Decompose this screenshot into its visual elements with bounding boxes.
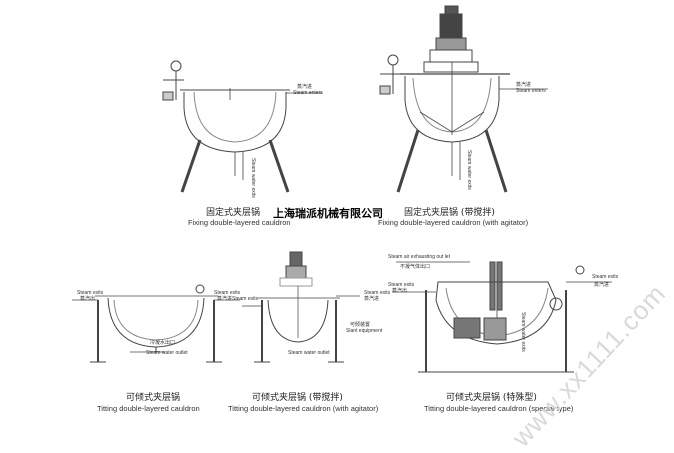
steam-air-exhaust-label: Steam air exhausting out let	[388, 254, 451, 260]
caption-cn-4: 可倾式夹层锅 (带搅拌)	[252, 393, 343, 403]
steam-enters-label-cn: 蒸汽进	[297, 83, 312, 90]
caption-en-3: Titting double-layered cauldron	[97, 404, 200, 413]
steam-water-exits-label-2: Steam water exits	[466, 150, 472, 190]
steam-in-label-cn-5: 蒸汽进	[594, 281, 609, 288]
caption-en-2: Fixing double-layered cauldron (with agi…	[378, 218, 529, 227]
slant-equipment-label: Slant equipment	[346, 328, 383, 334]
outer-jacket-4	[267, 299, 329, 343]
steam-exits-label-2: Steam exits	[232, 296, 259, 302]
caption-en-5: Titting double-layered cauldron (special…	[424, 404, 574, 413]
tilt-motor	[453, 317, 481, 339]
steam-in-label-cn: 蒸汽进	[217, 295, 232, 302]
steam-water-outlet-label-cn: 冷凝水出口	[150, 339, 175, 346]
steam-in-label-cn-2: 蒸汽进	[364, 295, 379, 302]
slant-equipment-label-cn: 可倾装置	[350, 321, 370, 328]
agitator-motor-2	[289, 251, 303, 267]
valve-icon	[162, 91, 174, 101]
tilt-handwheel-icon	[549, 297, 563, 311]
steam-exits-label-3: Steam exits	[364, 290, 391, 296]
steam-exits-label-5: Steam exits	[388, 282, 415, 288]
steam-enters-label-cn-2: 蒸汽进	[516, 81, 531, 88]
steam-water-exits-label: Steam water exits	[250, 158, 256, 198]
motor-cap	[444, 5, 459, 15]
steam-exits-label-right: Steam exits	[214, 290, 241, 296]
steam-exits-label-cn: 蒸汽出	[80, 295, 95, 302]
diagram-tilting-cauldron: 冷凝水出口 Steam water outlet Steam exits 蒸汽出…	[72, 284, 241, 363]
caption-cn-3: 可倾式夹层锅	[126, 393, 181, 403]
caption-cn-5: 可倾式夹层锅 (特殊型)	[446, 393, 537, 403]
steam-exits-label: Steam exits	[77, 290, 104, 296]
diagram-fixing-cauldron-agitator: 蒸汽进 Steam enters Steam water exits	[379, 5, 548, 193]
steam-water-exits-label-5: Steam water exits	[520, 312, 526, 352]
pressure-gauge-icon-2	[387, 54, 399, 66]
pressure-gauge-icon	[170, 60, 182, 72]
steam-exits-label-cn-5: 蒸汽出	[392, 287, 407, 294]
outer-jacket-5	[435, 281, 557, 345]
caption-cn-1: 固定式夹层锅	[206, 208, 261, 218]
steam-air-exhaust-label-cn: 不凝气体出口	[400, 263, 430, 270]
steam-water-outlet-label-2: Steam water outlet	[288, 350, 330, 356]
caption-cn-2: 固定式夹层锅 (带搅拌)	[404, 208, 495, 218]
steam-enters-label: Steam enters	[293, 90, 323, 96]
steam-water-outlet-label: Steam water outlet	[146, 350, 188, 356]
diagram-tilting-cauldron-special: Steam air exhausting out let 不凝气体出口 Stea…	[388, 254, 619, 373]
left-leg	[180, 139, 202, 193]
gearbox	[483, 317, 507, 341]
agitator-blade	[419, 111, 485, 133]
caption-en-4: Titting double-layered cauldron (with ag…	[228, 404, 379, 413]
right-leg	[268, 139, 290, 193]
diagram-tilting-cauldron-agitator: Steam exits Steam water outlet 可倾装置 Slan…	[232, 251, 391, 363]
company-name: 上海瑞派机械有限公司	[273, 207, 383, 220]
steam-enters-label-2: Steam enters	[516, 88, 546, 94]
pressure-gauge-icon-3	[195, 284, 205, 294]
steam-exits-label-6: Steam exits	[592, 274, 619, 280]
caption-en-1: Fixing double-layered cauldron	[188, 218, 291, 227]
agitator-motor	[439, 13, 463, 39]
diagram-fixing-cauldron: 蒸汽进 Steam enters Steam water exits	[162, 60, 323, 198]
pressure-gauge-icon-5	[575, 265, 585, 275]
inner-pot	[193, 91, 277, 143]
